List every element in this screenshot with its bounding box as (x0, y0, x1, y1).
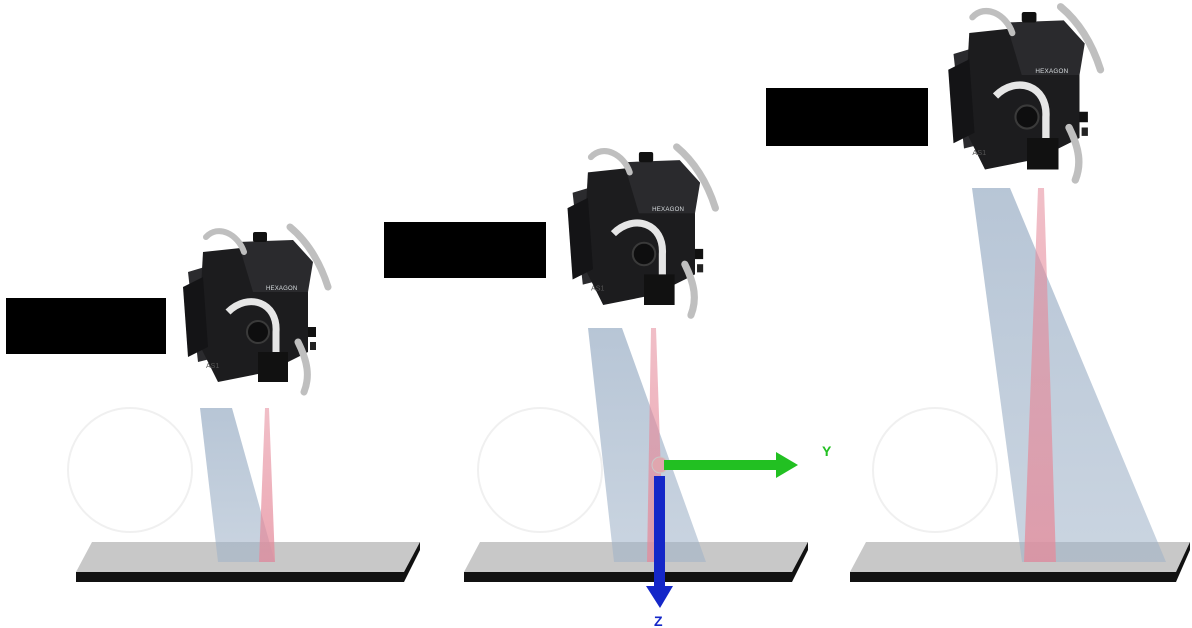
model-label: AS1 (206, 363, 219, 370)
y-axis-arrowhead (776, 452, 798, 478)
z-axis-arrowhead (646, 586, 673, 608)
brand-logo: HEXAGON (652, 206, 684, 213)
ghost-circle (478, 408, 602, 532)
brand-logo: HEXAGON (266, 286, 297, 292)
scanner-far: HEXAGON AS1 (766, 7, 1190, 582)
scanner-near: HEXAGON AS1 (6, 227, 420, 582)
redaction-bar (384, 222, 546, 278)
redaction-bar (6, 298, 166, 354)
laser-fan (588, 328, 706, 562)
laser-line-plane (259, 408, 275, 562)
laser-fan (972, 188, 1166, 562)
y-axis-arrow (664, 460, 778, 470)
laser-scanner: HEXAGON AS1 (948, 7, 1100, 180)
scanner-mid: HEXAGON AS1 Y Z (384, 147, 832, 628)
ghost-circle (873, 408, 997, 532)
y-axis-label: Y (822, 443, 832, 459)
z-axis-arrow (654, 476, 665, 588)
model-label: AS1 (591, 285, 605, 293)
ghost-circle (68, 408, 192, 532)
brand-logo: HEXAGON (1035, 68, 1068, 75)
z-axis-label: Z (654, 613, 663, 628)
model-label: AS1 (972, 148, 986, 157)
laser-scanner: HEXAGON AS1 (568, 147, 716, 315)
laser-scanner: HEXAGON AS1 (183, 227, 328, 392)
redaction-bar (766, 88, 928, 146)
